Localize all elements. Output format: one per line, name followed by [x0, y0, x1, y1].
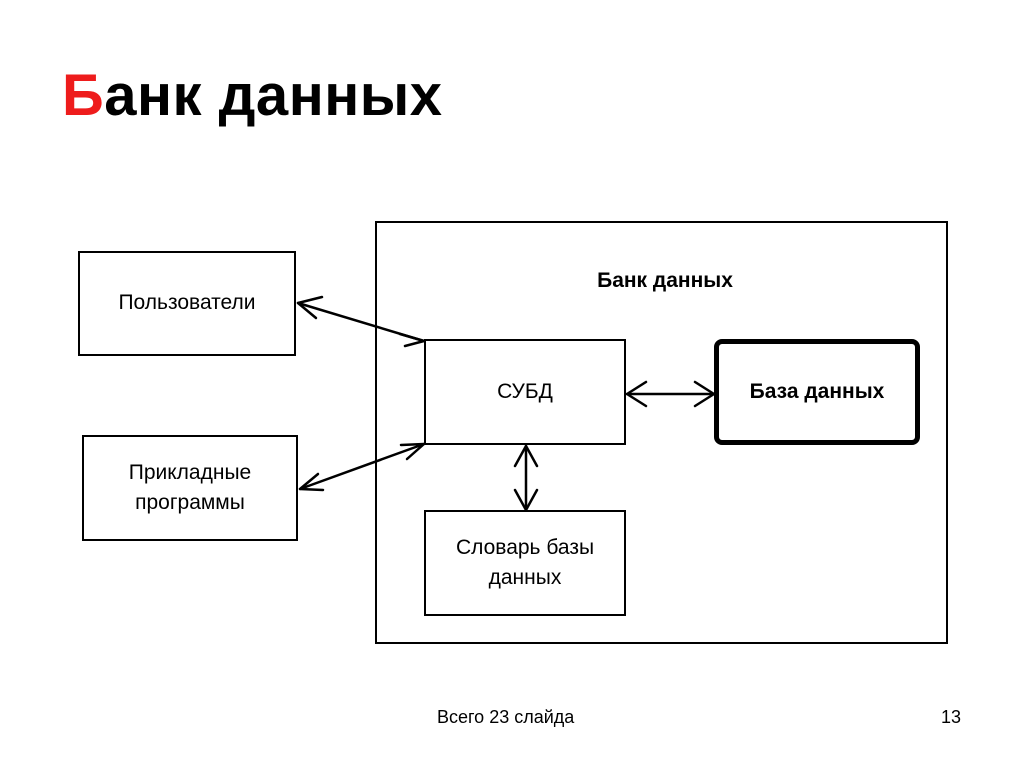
data-bank-label: Банк данных	[597, 269, 733, 292]
slide-title-first-letter: Б	[62, 63, 105, 128]
applications-label-line1: Прикладные	[128, 460, 252, 484]
dbms-label: СУБД	[497, 379, 553, 403]
dictionary-box: Словарь базы данных	[424, 510, 626, 616]
database-label: База данных	[749, 379, 885, 403]
slide-title-rest: анк данных	[104, 63, 443, 128]
arrow-dbms-dictionary	[513, 444, 539, 512]
dictionary-label-line1: Словарь базы	[455, 535, 595, 559]
dictionary-label-line2: данных	[488, 566, 562, 589]
total-slides-text: Всего 23 слайда	[437, 707, 575, 727]
dbms-box: СУБД	[424, 339, 626, 445]
users-box: Пользователи	[78, 251, 296, 356]
arrow-users-dbms	[296, 295, 426, 348]
users-label: Пользователи	[118, 291, 256, 315]
page-number: 13	[941, 707, 962, 727]
database-box: База данных	[714, 339, 920, 445]
applications-box: Прикладные программы	[82, 435, 298, 541]
applications-label-line2: программы	[135, 491, 245, 514]
data-bank-container	[375, 221, 948, 644]
arrow-applications-dbms	[298, 442, 426, 492]
slide-title: Банк данных	[62, 62, 443, 129]
arrow-dbms-database	[625, 380, 716, 408]
